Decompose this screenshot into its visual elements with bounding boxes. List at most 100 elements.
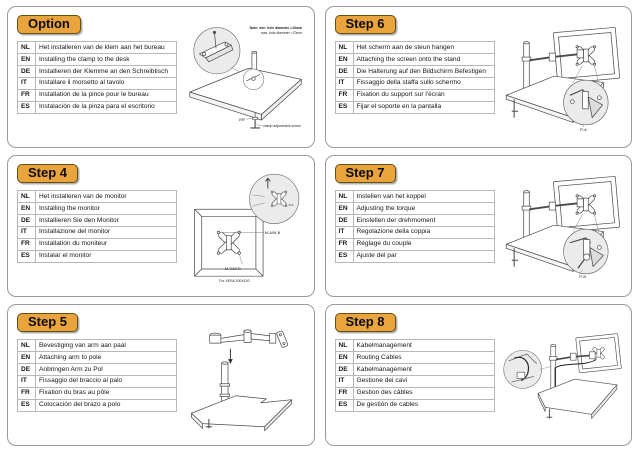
lang-code: DE bbox=[334, 363, 354, 376]
lang-code: EN bbox=[334, 202, 354, 216]
lang-text: Het scherm aan de steun hangen bbox=[352, 41, 495, 55]
lang-text: Installieren Sie den Monitor bbox=[35, 214, 177, 227]
arm-assembly bbox=[209, 329, 289, 348]
part-label-pa: P-A bbox=[580, 127, 587, 132]
lang-text: Regolazione della coppia bbox=[352, 225, 495, 239]
lang-code: IT bbox=[17, 374, 36, 388]
lang-code: DE bbox=[17, 214, 36, 227]
lang-code: NL bbox=[17, 190, 36, 204]
lang-text: Het installeren van de klem aan het bure… bbox=[35, 41, 177, 55]
lang-text: Routing Cables bbox=[352, 351, 495, 365]
lang-text: Attaching arm to pole bbox=[35, 351, 177, 365]
lang-code: FR bbox=[17, 386, 36, 400]
lang-code: FR bbox=[334, 386, 354, 400]
lang-text: Anbringen Arm zu Pol bbox=[35, 363, 177, 376]
lang-code: EN bbox=[17, 202, 36, 216]
lang-text: Kabelmanagement bbox=[352, 339, 495, 353]
lang-text: Installieren der Klemme an den Schreibti… bbox=[35, 65, 177, 78]
lang-text: Instellen van het koppel bbox=[352, 190, 495, 204]
top-holes-label: M-A/M-B bbox=[265, 230, 281, 235]
lang-text: Installare il morsetto al tavolo bbox=[35, 76, 177, 90]
panel-title-badge: Step 8 bbox=[334, 313, 396, 333]
plate-part-label: P-A bbox=[289, 203, 294, 207]
lang-text: Fijar el soporte en la pantalla bbox=[352, 100, 495, 114]
illustration-adjust-torque: P-B bbox=[503, 164, 623, 288]
lang-text: Attaching the screen onto the stand bbox=[352, 53, 495, 67]
vesa-plate bbox=[216, 230, 241, 255]
lang-text: Installing the clamp to the desk bbox=[35, 53, 177, 67]
lang-code: FR bbox=[17, 88, 36, 102]
lang-text: Gestion des câbles bbox=[352, 386, 495, 400]
torque-screw-detail-zoom-circle bbox=[562, 228, 608, 275]
clamp-screw-label: clamp adjustment screw bbox=[263, 124, 301, 128]
illustration-arm-to-pole bbox=[185, 313, 305, 437]
lang-code: ES bbox=[17, 249, 36, 263]
lang-code: ES bbox=[334, 398, 354, 412]
lang-text: Installing the monitor bbox=[35, 202, 177, 216]
lang-code: DE bbox=[17, 363, 36, 376]
lang-code: IT bbox=[17, 225, 36, 239]
lang-code: IT bbox=[334, 374, 354, 388]
vesa-caption: For VESA 100X100 bbox=[219, 279, 249, 283]
lang-text: Fixation du support sur l'écran bbox=[352, 88, 495, 102]
illustration-clamp-to-desk: Note: min. hole diameter =10mm max. hole… bbox=[185, 15, 305, 139]
desk bbox=[191, 395, 293, 432]
lang-code: EN bbox=[334, 351, 354, 365]
lang-text: Colocación del brazo a polo bbox=[35, 398, 177, 412]
lang-code: NL bbox=[334, 41, 354, 55]
plate-detail-zoom-circle: P-A bbox=[249, 173, 300, 224]
illustration-screen-onto-stand: P-A bbox=[503, 15, 623, 139]
lang-text: Instalar el monitor bbox=[35, 249, 177, 263]
lang-code: ES bbox=[17, 100, 36, 114]
lang-text: Instalación de la pinza para el escritor… bbox=[35, 100, 177, 114]
part-label-pb: P-B bbox=[579, 274, 586, 279]
note-line1: Note: min. hole diameter =10mm bbox=[250, 26, 303, 30]
cable-clip-zoom-circle bbox=[502, 350, 542, 389]
lang-text: Installation du moniteur bbox=[35, 237, 177, 251]
lang-code: ES bbox=[334, 100, 354, 114]
cable bbox=[554, 359, 597, 391]
lang-code: ES bbox=[17, 398, 36, 412]
panel-title-badge: Option bbox=[17, 15, 81, 35]
lang-code: FR bbox=[334, 237, 354, 251]
note-line2: max. hole diameter =70mm bbox=[261, 31, 303, 35]
lang-text: Fissaggio della staffa sullo schermo bbox=[352, 76, 495, 90]
desk bbox=[537, 378, 617, 419]
lang-code: NL bbox=[17, 339, 36, 353]
vesa-plate bbox=[592, 347, 605, 360]
lang-text: Réglage du couple bbox=[352, 237, 495, 251]
lang-code: EN bbox=[334, 53, 354, 67]
